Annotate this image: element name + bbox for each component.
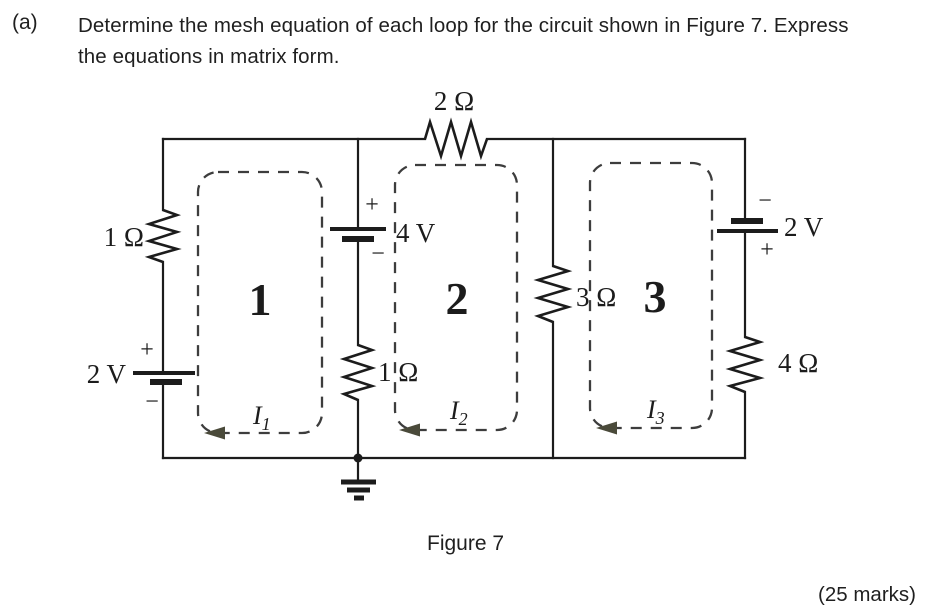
mesh-loop-3: 3 I3 <box>588 161 714 435</box>
label-source-middle: 4 V <box>396 218 436 248</box>
resistors <box>144 117 765 402</box>
label-resistor-middle: 1 Ω <box>378 357 418 387</box>
question-text: Determine the mesh equation of each loop… <box>78 10 924 72</box>
resistor-4ohm-right <box>725 335 765 394</box>
label-source-left: 2 V <box>87 359 127 389</box>
loop1-current-label: I1 <box>252 401 271 434</box>
resistor-1ohm-middle <box>339 343 377 402</box>
loop2-current-symbol: I <box>449 396 460 425</box>
loop1-current-sub: 1 <box>262 414 271 434</box>
loop1-number: 1 <box>249 274 272 325</box>
loop2-current-sub: 2 <box>459 409 468 429</box>
battery-4v-middle <box>330 227 386 242</box>
loop3-arrowhead <box>596 421 617 435</box>
question-line-1: Determine the mesh equation of each loop… <box>78 14 849 37</box>
sign-source-right-plus: + <box>760 237 774 263</box>
loop2-current-label: I2 <box>449 396 468 429</box>
label-resistor-center: 3 Ω <box>576 282 616 312</box>
loop3-current-symbol: I <box>646 395 657 424</box>
loop2-arrowhead <box>399 423 420 437</box>
loop2-number: 2 <box>446 273 469 324</box>
resistor-2ohm-top <box>423 117 489 161</box>
loop1-dashed-outline <box>196 170 324 435</box>
part-label: (a) <box>12 11 38 34</box>
loop3-current-label: I3 <box>646 395 665 428</box>
label-resistor-right: 4 Ω <box>778 348 818 378</box>
marks-label: (25 marks) <box>818 583 916 606</box>
sign-source-right-minus: − <box>758 188 772 214</box>
ground-symbol <box>341 458 376 501</box>
loop1-arrowhead <box>204 426 225 440</box>
battery-2v-right <box>717 218 778 233</box>
label-resistor-top: 2 Ω <box>434 86 474 116</box>
sign-source-middle-minus: − <box>371 241 385 267</box>
sign-source-left-plus: + <box>140 337 154 363</box>
mesh-loop-1: 1 I1 <box>196 170 324 440</box>
loop1-current-symbol: I <box>252 401 263 430</box>
mesh-loop-2: 2 I2 <box>393 163 519 437</box>
battery-2v-left <box>133 371 195 385</box>
loop3-dashed-outline <box>588 161 714 430</box>
circuit-wires <box>161 137 747 460</box>
loop2-dashed-outline <box>393 163 519 432</box>
sign-source-left-minus: − <box>145 389 159 415</box>
loop3-current-sub: 3 <box>655 408 665 428</box>
label-source-right: 2 V <box>784 212 824 242</box>
question-line-2: the equations in matrix form. <box>78 45 340 68</box>
resistor-3ohm-center <box>533 264 573 324</box>
loop3-number: 3 <box>644 271 667 322</box>
resistor-1ohm-left <box>144 208 182 264</box>
label-resistor-left: 1 Ω <box>104 222 144 252</box>
figure-caption: Figure 7 <box>427 532 505 555</box>
sign-source-middle-plus: + <box>365 192 379 218</box>
